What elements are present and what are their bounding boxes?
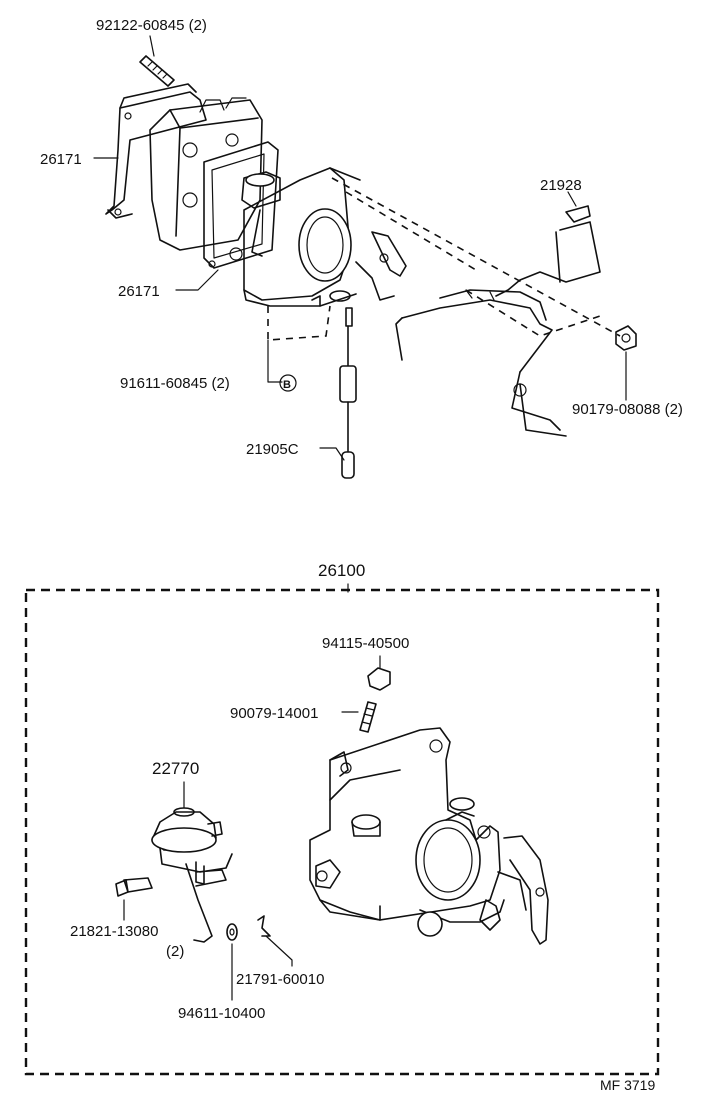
mounting-dash-lines: [267, 177, 621, 383]
label-26171-rear: 26171: [40, 151, 82, 168]
nut-94115: [367, 655, 391, 691]
label-26100: 26100: [318, 561, 365, 580]
ref-circle-b: [279, 374, 297, 392]
label-22770: 22770: [152, 759, 199, 778]
clip-21791: [257, 915, 293, 967]
vacuum-actuator-22770: [151, 781, 233, 943]
label-91611: 91611-60845 (2): [120, 375, 230, 392]
label-94115: 94115-40500: [322, 635, 409, 652]
assembly-box-26100: [24, 588, 660, 1076]
label-91611-ref: B: [283, 379, 291, 391]
label-21791: 21791-60010: [236, 971, 324, 988]
label-21821-qty: (2): [166, 943, 184, 960]
label-90179: 90179-08088 (2): [572, 401, 683, 418]
label-21821: 21821-13080: [70, 923, 158, 940]
label-94611: 94611-10400: [178, 1005, 265, 1022]
dashpot-21905c: [339, 307, 357, 479]
stud-bolt-92122: [139, 55, 175, 87]
gasket-26171-front: [203, 141, 279, 269]
washer-94611: [226, 923, 238, 1001]
insulator-block: [149, 97, 263, 251]
gasket-26171-rear: [105, 83, 207, 219]
throttle-body-lower: [309, 727, 549, 945]
label-21905c: 21905C: [246, 441, 299, 458]
label-26171-front: 26171: [118, 283, 160, 300]
screw-21821: [115, 877, 153, 921]
nut-90179: [615, 325, 637, 351]
figure-code: MF 3719: [600, 1077, 655, 1093]
throttle-body-upper: [229, 167, 407, 307]
label-90079: 90079-14001: [230, 705, 318, 722]
label-92122: 92122-60845 (2): [96, 17, 207, 34]
bracket-21928: [395, 205, 601, 437]
stud-90079: [341, 701, 377, 733]
leader-lines-upper: [93, 35, 627, 461]
label-21928: 21928: [540, 177, 582, 194]
